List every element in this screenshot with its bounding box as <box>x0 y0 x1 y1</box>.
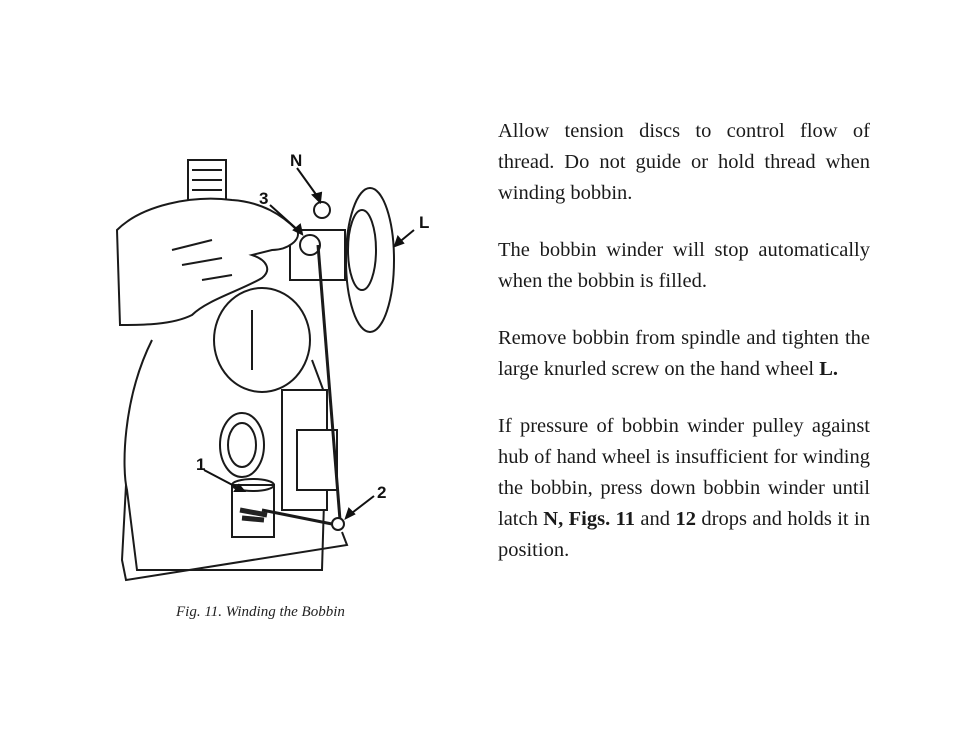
paragraph-pressure: If pressure of bobbin winder pulley agai… <box>498 411 870 566</box>
paragraph-remove-bobbin-text: Remove bobbin from spindle and tighten t… <box>498 327 870 380</box>
paragraph-pressure-end: drops and holds it in position. <box>498 508 870 561</box>
paragraph-auto-stop: The bobbin winder will stop automaticall… <box>498 239 870 292</box>
bobbin-winding-illustration: N 3 L 1 2 <box>112 140 442 600</box>
callout-n-label: N <box>290 151 303 170</box>
paragraph-tension-discs: Allow tension discs to control flow of t… <box>498 120 870 204</box>
figure-caption: Fig. 11. Winding the Bobbin <box>176 604 345 620</box>
callout-2-label: 2 <box>377 483 387 502</box>
latch-fig-ref: N, Figs. 11 <box>543 508 635 530</box>
instructions-column: Allow tension discs to control flow of t… <box>498 116 870 592</box>
fig-12-ref: 12 <box>675 508 696 530</box>
paragraph-pressure-text: If pressure of bobbin winder pulley agai… <box>498 415 870 530</box>
sewing-machine-drawing <box>115 159 415 582</box>
hand-wheel-ref: L. <box>819 358 839 380</box>
callout-3-label: 3 <box>259 189 269 208</box>
paragraph-pressure-and: and <box>635 508 676 530</box>
paragraph-remove-bobbin: Remove bobbin from spindle and tighten t… <box>498 323 870 385</box>
callout-1-label: 1 <box>196 455 206 474</box>
callout-l-label: L <box>419 213 430 232</box>
